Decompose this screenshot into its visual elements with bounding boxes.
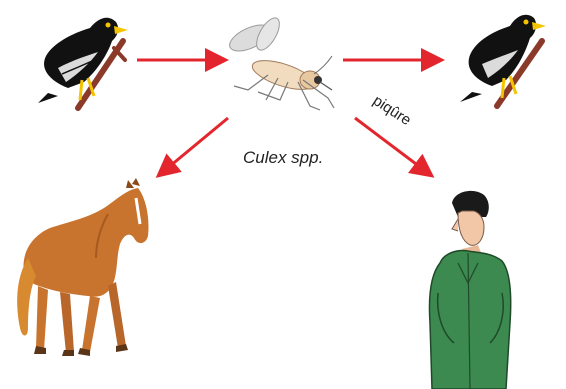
- arrow-mosquito-to-human: [355, 118, 432, 176]
- man-icon: [429, 191, 510, 389]
- vector-label: Culex spp.: [243, 148, 323, 167]
- horse-icon: [17, 178, 148, 356]
- blackbird-icon: [38, 18, 128, 108]
- blackbird-icon: [460, 15, 546, 106]
- arrow-mosquito-to-horse: [158, 118, 228, 176]
- mosquito-icon: [226, 14, 334, 110]
- bite-label: piqûre: [370, 92, 414, 129]
